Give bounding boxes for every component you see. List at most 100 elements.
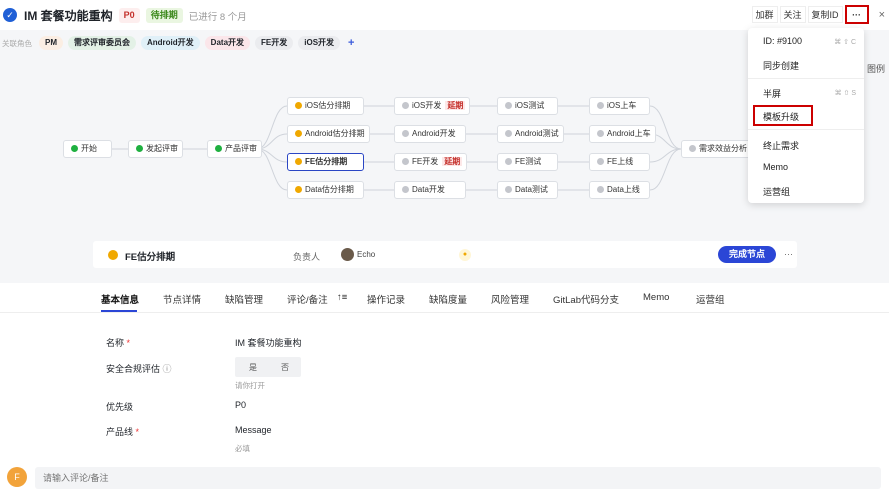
flow-node-ios_rel[interactable]: iOS上车	[589, 97, 650, 115]
tab-3[interactable]: 评论/备注	[287, 295, 328, 306]
product-line-label: 产品线 *	[106, 427, 140, 437]
menu-item-terminate[interactable]: 终止需求	[763, 141, 800, 151]
role-tag[interactable]: FE开发	[255, 36, 294, 50]
node-state-dot	[689, 145, 696, 152]
security-toggle[interactable]: 是 否	[235, 357, 301, 377]
node-state-dot	[597, 158, 604, 165]
flow-node-fe_est[interactable]: FE估分排期	[287, 153, 364, 171]
flow-node-benefit[interactable]: 需求效益分析	[681, 140, 752, 158]
node-name: FE估分排期	[125, 252, 176, 263]
flow-node-data_est[interactable]: Data估分排期	[287, 181, 364, 199]
node-state-dot	[71, 145, 78, 152]
roles-label: 关联角色	[2, 38, 32, 48]
tab-5[interactable]: 缺陷度量	[429, 295, 468, 306]
related-roles: 关联角色 PM 需求评审委员会 Android开发 Data开发 FE开发 iOS开发 +	[0, 30, 889, 56]
yes-option[interactable]: 是	[249, 363, 257, 372]
node-label: Data上线	[607, 185, 640, 194]
priority-value[interactable]: P0	[235, 400, 247, 410]
tab-9[interactable]: 运营组	[696, 295, 725, 306]
role-tag[interactable]: 需求评审委员会	[68, 36, 136, 50]
role-tag[interactable]: PM	[39, 36, 63, 50]
tab-7[interactable]: GitLab代码分支	[553, 295, 619, 306]
owner-label: 负责人	[293, 252, 321, 262]
node-label: Android开发	[412, 129, 456, 138]
flow-node-data_rel[interactable]: Data上线	[589, 181, 650, 199]
flow-node-ios_est[interactable]: iOS估分排期	[287, 97, 364, 115]
node-label: iOS开发	[412, 101, 442, 110]
name-label: 名称 *	[106, 338, 131, 348]
close-icon[interactable]: ×	[878, 8, 885, 21]
node-state-dot	[505, 130, 512, 137]
tab-6[interactable]: 风险管理	[491, 295, 530, 306]
flow-edge	[649, 105, 682, 150]
node-state-dot	[295, 130, 302, 137]
flow-node-fe_test[interactable]: FE测试	[497, 153, 558, 171]
flow-node-and_rel[interactable]: Android上车	[589, 125, 656, 143]
tab-8[interactable]: Memo	[643, 292, 670, 303]
tab-2[interactable]: 缺陷管理	[225, 295, 264, 306]
node-label: 产品评审	[225, 144, 257, 153]
flow-node-and_test[interactable]: Android测试	[497, 125, 564, 143]
node-state-dot	[402, 158, 409, 165]
menu-item-id[interactable]: ID: #9100	[763, 36, 803, 46]
node-state-dot	[215, 145, 222, 152]
flow-node-data_test[interactable]: Data测试	[497, 181, 558, 199]
flow-node-product[interactable]: 产品评审	[207, 140, 262, 158]
more-button[interactable]: ···	[844, 5, 869, 24]
flow-node-data_dev[interactable]: Data开发	[394, 181, 466, 199]
complete-node-button[interactable]: 完成节点	[718, 246, 776, 263]
role-tag[interactable]: Data开发	[204, 36, 251, 50]
owner-name[interactable]: Echo	[357, 250, 376, 259]
comment-input[interactable]	[35, 467, 881, 489]
bell-icon[interactable]: ●	[459, 249, 471, 261]
tab-1[interactable]: 节点详情	[163, 295, 202, 306]
node-status-dot	[108, 250, 118, 260]
name-value[interactable]: IM 套餐功能重构	[235, 338, 302, 348]
menu-item-memo[interactable]: Memo	[763, 162, 789, 172]
node-label: Android测试	[515, 129, 559, 138]
menu-divider	[748, 129, 864, 130]
menu-item-ops-group[interactable]: 运营组	[763, 187, 791, 197]
add-role-button[interactable]: +	[348, 37, 355, 49]
tab-0[interactable]: 基本信息	[101, 295, 140, 306]
menu-item-sync-create[interactable]: 同步创建	[763, 61, 800, 71]
node-state-dot	[597, 130, 604, 137]
join-group-button[interactable]: 加群	[751, 6, 778, 23]
node-label: 发起评审	[146, 144, 178, 153]
follow-button[interactable]: 关注	[779, 6, 806, 23]
tab-4[interactable]: 操作记录	[367, 295, 406, 306]
legend-button[interactable]: 图例	[867, 64, 886, 74]
priority-badge: P0	[118, 8, 140, 23]
flow-node-review[interactable]: 发起评审	[128, 140, 183, 158]
node-more-button[interactable]: ···	[784, 249, 793, 259]
flow-node-ios_dev[interactable]: iOS开发延期	[394, 97, 471, 115]
menu-item-half-screen[interactable]: 半屏	[763, 89, 782, 99]
sort-icon[interactable]: ↑≡	[337, 292, 348, 303]
node-label: iOS上车	[607, 101, 637, 110]
node-label: iOS估分排期	[305, 101, 351, 110]
shortcut-copy-id: ⌘ ⇧ C	[834, 39, 856, 46]
node-state-dot	[402, 130, 409, 137]
more-menu: ID: #9100 ⌘ ⇧ C 同步创建 半屏 ⌘ ⇧ S 模板升级 终止需求 …	[748, 28, 864, 203]
flow-node-and_est[interactable]: Android估分排期	[287, 125, 370, 143]
flow-node-ios_test[interactable]: iOS测试	[497, 97, 558, 115]
priority-label: 优先级	[106, 402, 134, 412]
tab-bar: 基本信息 节点详情 缺陷管理 评论/备注 ↑≡ 操作记录 缺陷度量 风险管理 GitLab代码分…	[0, 283, 889, 313]
product-line-value[interactable]: Message	[235, 425, 272, 435]
menu-item-template-upgrade[interactable]: 模板升级	[753, 105, 813, 126]
role-tag[interactable]: iOS开发	[298, 36, 341, 50]
flow-node-fe_rel[interactable]: FE上线	[589, 153, 650, 171]
flow-node-fe_dev[interactable]: FE开发延期	[394, 153, 468, 171]
flow-node-and_dev[interactable]: Android开发	[394, 125, 466, 143]
role-tag[interactable]: Android开发	[141, 36, 200, 50]
node-label: FE上线	[607, 157, 634, 166]
copy-id-button[interactable]: 复制ID	[807, 6, 843, 23]
node-label: Data估分排期	[305, 185, 354, 194]
basic-info-form: 名称 * IM 套餐功能重构 安全合规评估 ⓘ 是 否 请你打开 优先级 P0 …	[0, 313, 889, 461]
no-option[interactable]: 否	[281, 363, 289, 372]
flow-node-start[interactable]: 开始	[63, 140, 112, 158]
node-label: FE估分排期	[305, 157, 348, 166]
delay-badge: 延期	[445, 101, 466, 110]
comment-bar: F	[0, 461, 889, 500]
node-label: FE测试	[515, 157, 542, 166]
